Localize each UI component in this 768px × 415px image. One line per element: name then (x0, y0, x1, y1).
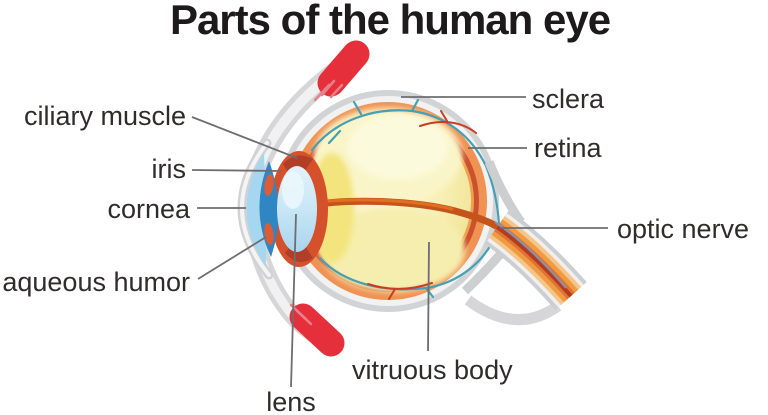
optic-nerve-shape (461, 160, 587, 326)
leader-ciliary-muscle (191, 116, 298, 159)
label-retina: retina (534, 133, 603, 163)
nerve-core-artery (495, 225, 573, 298)
nerve-vein-blue (494, 221, 567, 289)
label-lens: lens (266, 387, 316, 415)
label-iris: iris (152, 154, 187, 184)
vessel-upper-teal-branches (327, 98, 420, 145)
label-aqueous-humor: aqueous humor (2, 267, 190, 297)
cornea-shape (246, 152, 266, 267)
page-title: Parts of the human eye (170, 0, 610, 43)
iris-spot-bottom (264, 223, 274, 245)
vessel-upper-red (419, 110, 477, 134)
leader-lens (290, 213, 297, 388)
anterior-segment (237, 138, 328, 280)
iris-spot-top (264, 174, 274, 196)
label-sclera: sclera (532, 84, 605, 114)
leader-iris (191, 169, 282, 172)
leader-vitruous-body (427, 241, 430, 352)
cornea-outline-core (240, 141, 271, 277)
lens-highlight (282, 171, 304, 209)
label-optic-nerve: optic nerve (617, 214, 749, 244)
label-vitruous-body: vitruous body (352, 355, 513, 385)
leader-lines (191, 96, 608, 388)
labels: ciliary muscle iris cornea aqueous humor… (2, 84, 749, 415)
vitreous-highlight (348, 115, 448, 179)
nerve-sheath-swoosh (464, 295, 562, 326)
muscle-top-shape (317, 40, 370, 97)
label-cornea: cornea (107, 194, 191, 224)
aqueous-humor-shape (259, 161, 279, 257)
retinal-vessels-red (367, 110, 477, 300)
muscle-top-striations (313, 79, 344, 102)
vessel-lower-red (367, 282, 433, 300)
vessel-lower-teal-branch (424, 286, 435, 299)
label-ciliary-muscle: ciliary muscle (24, 101, 186, 131)
leader-aqueous-humor (197, 236, 267, 280)
